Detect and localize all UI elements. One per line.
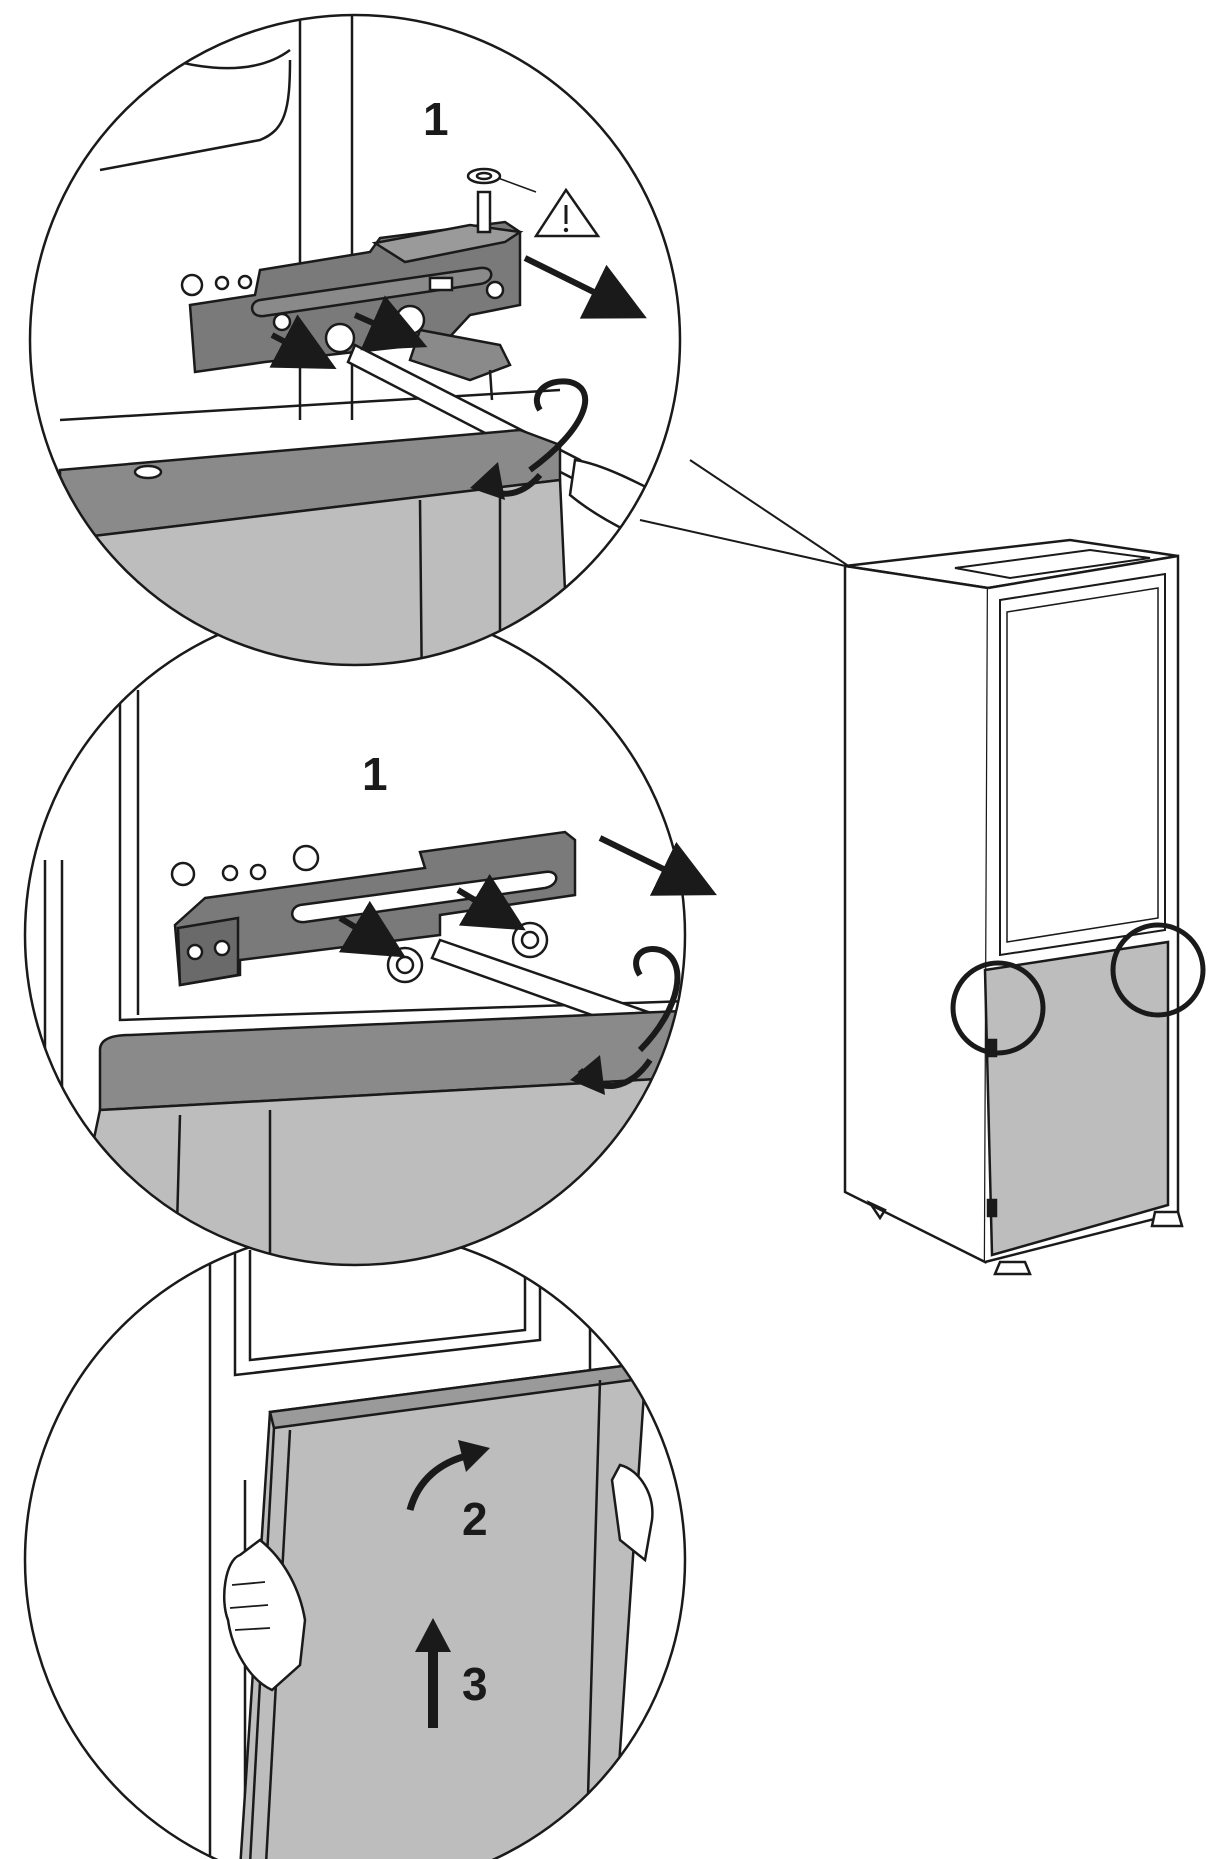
rotate-arrow-icon — [528, 378, 589, 473]
hand-left — [222, 1538, 307, 1692]
direction-arrow-icon — [456, 873, 526, 931]
direction-arrow-icon — [598, 835, 717, 896]
direction-arrow-icon — [338, 900, 406, 958]
direction-arrow-icon — [269, 314, 337, 369]
step-label-middle: 1 — [362, 748, 388, 800]
detail-circle-upper-hinge — [28, 13, 682, 667]
step-label-lift: 3 — [462, 1658, 488, 1710]
door-top-edge — [98, 1008, 685, 1112]
hinge-highlight-right — [1110, 922, 1206, 1018]
direction-arrow-icon — [523, 255, 647, 319]
direction-arrow-icon — [428, 1648, 438, 1728]
detail-circle-door-removal — [23, 1228, 687, 1859]
rotate-arrow-icon — [633, 946, 681, 1053]
callout-line — [689, 459, 851, 568]
step-label-top: 1 — [423, 93, 449, 145]
rotate-arrow-icon — [406, 1451, 471, 1511]
step-label-rotate: 2 — [462, 1493, 488, 1545]
detail-circle-lower-hinge — [23, 603, 687, 1267]
direction-arrow-icon — [353, 295, 428, 351]
fridge-overview — [843, 538, 1184, 1276]
callout-line — [639, 519, 851, 568]
hinge-highlight-left — [950, 960, 1046, 1056]
hand-right — [610, 1463, 654, 1563]
warning-triangle-icon — [497, 177, 601, 238]
